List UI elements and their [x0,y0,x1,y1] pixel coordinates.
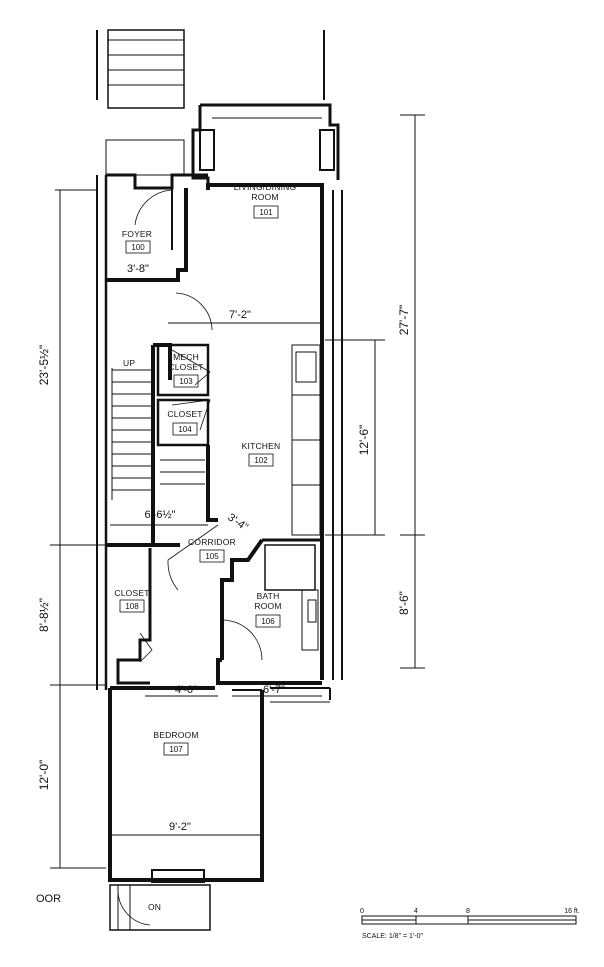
bedroom-number: 107 [169,745,183,754]
dim-foyer-width: 3'-8" [127,263,149,275]
dim-bath-width: 6'-7" [263,684,285,696]
closet-108-name: CLOSET [114,588,149,598]
scale-bar: 0 4 8 16 ft. SCALE: 1/8" = 1'-0" [360,908,580,940]
dimension-labels: 3'-8" 7'-2" 6'-6½" 3'-4" 4'-6" 6'-7" 9'-… [37,263,411,833]
dim-kitchen-length: 12'-6" [357,425,371,456]
dim-overall-right: 27'-7" [397,305,411,336]
corridor-name: CORRIDOR [188,537,236,547]
dim-rear-hall: 8'-8½" [37,598,51,632]
dim-bedroom-width: 9'-2" [169,821,191,833]
living-room-number: 101 [259,208,273,217]
misc-labels: UP ON OOR [36,358,161,912]
scale-tick-8: 8 [466,908,470,915]
dim-living-width: 7'-2" [229,309,251,321]
kitchen-counters [291,344,321,651]
living-room-name-2: ROOM [251,192,278,202]
kitchen-name: KITCHEN [242,441,281,451]
bathroom-number: 106 [261,617,275,626]
scale-caption: SCALE: 1/8" = 1'-0" [362,933,423,940]
walls [96,29,343,931]
living-room-name-1: LIVING/DINING [234,182,297,192]
closet-104-number: 104 [178,425,192,434]
stair-up-label: UP [123,358,135,368]
dim-bath-length: 8'-6" [397,591,411,615]
dim-bedroom-length: 12'-0" [37,760,51,791]
scale-tick-4: 4 [414,908,418,915]
switch-on-label: ON [148,902,161,912]
closet-104-name: CLOSET [167,409,202,419]
dim-corridor-length: 4'-6" [175,684,197,696]
room-labels: LIVING/DINING ROOM 101 FOYER 100 MECH CL… [114,182,297,756]
mech-closet-name-2: CLOSET [168,362,203,372]
dimension-lines [50,114,425,869]
foyer-number: 100 [131,243,145,252]
mech-closet-name-1: MECH [173,352,199,362]
scale-tick-0: 0 [360,908,364,915]
stair-treads [111,368,205,500]
mech-closet-number: 103 [179,377,193,386]
foyer-name: FOYER [122,229,152,239]
dim-corridor-width: 3'-4" [225,511,250,533]
door-swings [117,189,263,926]
door-fragment-label: OOR [36,893,61,905]
bedroom-name: BEDROOM [153,730,198,740]
kitchen-number: 102 [254,456,268,465]
bathroom-name-2: ROOM [254,601,281,611]
corridor-number: 105 [205,552,219,561]
closet-108-number: 108 [125,602,139,611]
scale-tick-16: 16 ft. [564,908,580,915]
dim-overall-front: 23'-5½" [37,345,51,386]
dim-stair-width: 6'-6½" [144,509,175,521]
bathroom-name-1: BATH [257,591,280,601]
